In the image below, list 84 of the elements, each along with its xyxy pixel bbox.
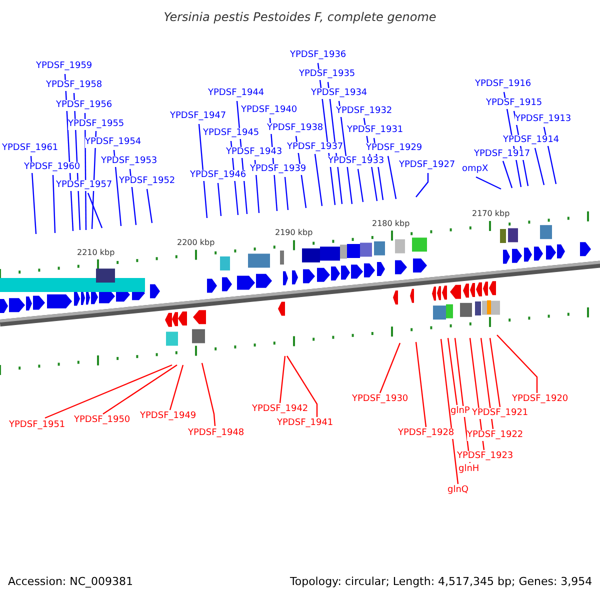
gene-label: YPDSF_1916: [475, 79, 532, 90]
leader-line: [489, 338, 501, 408]
gene-label: YPDSF_1949: [140, 411, 196, 422]
gene-label: YPDSF_1923: [457, 451, 514, 462]
leader-line: [502, 160, 513, 188]
gene-label: ompX: [462, 164, 488, 175]
leader-line: [440, 338, 459, 484]
scale-label: 2200 kbp: [177, 236, 215, 248]
gene-label: YPDSF_1913: [515, 114, 572, 125]
leader-line: [113, 150, 122, 226]
gene-label: YPDSF_1952: [119, 176, 176, 187]
gene-label: YPDSF_1946: [190, 170, 246, 181]
gene-label: YPDSF_1961: [2, 143, 58, 154]
gene-label: glnQ: [448, 485, 469, 496]
gene-label: YPDSF_1940: [241, 105, 298, 116]
leader-line: [87, 192, 103, 228]
scale-label: 2170 kbp: [472, 208, 510, 219]
gene-label: YPDSF_1917: [474, 149, 530, 160]
leader-line: [416, 173, 429, 198]
leader-line: [286, 356, 318, 417]
genome-info-text: Topology: circular; Length: 4,517,345 bp; Genes: 3,954: [290, 576, 592, 587]
gene-label: YPDSF_1945: [203, 128, 260, 139]
gene-label: YPDSF_1938: [267, 123, 324, 134]
leader-line: [30, 156, 37, 234]
gene-label: YPDSF_1942: [252, 404, 308, 415]
scale-label: 2190 kbp: [275, 227, 313, 238]
gene-label: YPDSF_1950: [74, 415, 130, 426]
gene-label: YPDSF_1947: [170, 111, 226, 122]
gene-label: YPDSF_1960: [24, 162, 80, 173]
gene-label: YPDSF_1934: [311, 88, 368, 99]
gene-label: YPDSF_1937: [287, 142, 344, 153]
gene-label: YPDSF_1915: [486, 98, 542, 109]
gene-label: YPDSF_1920: [512, 394, 568, 405]
leader-line: [314, 154, 323, 206]
gene-label: YPDSF_1944: [208, 88, 264, 99]
gene-label: YPDSF_1931: [347, 125, 404, 136]
gene-label: YPDSF_1941: [277, 418, 334, 429]
leader-line: [102, 364, 178, 414]
leader-line: [480, 338, 494, 430]
leader-line: [146, 188, 153, 224]
gene-label: YPDSF_1954: [85, 137, 142, 148]
leader-line: [476, 176, 502, 190]
gene-label: YPDSF_1922: [467, 430, 524, 441]
leader-line: [284, 176, 289, 210]
gene-label: YPDSF_1955: [68, 119, 124, 130]
gene-label: glnP: [450, 406, 470, 417]
leader-line: [534, 148, 545, 186]
gene-label: YPDSF_1930: [352, 394, 408, 405]
gene-label: YPDSF_1921: [472, 408, 528, 419]
scale-label: 2210 kbp: [77, 246, 115, 258]
leader-line: [387, 156, 397, 200]
gene-label: glnH: [458, 464, 480, 475]
gene-label: YPDSF_1957: [56, 180, 112, 191]
leader-line: [44, 364, 172, 419]
leader-line: [379, 342, 401, 394]
accession-text: Accession: NC_009381: [8, 576, 134, 587]
gene-label: YPDSF_1914: [503, 135, 560, 146]
leader-line: [496, 334, 538, 393]
leader-line: [52, 174, 56, 234]
gene-label: YPDSF_1958: [46, 80, 102, 91]
leader-line: [415, 342, 427, 428]
gene-label: YPDSF_1932: [336, 106, 392, 117]
gene-label: YPDSF_1951: [9, 420, 66, 431]
gene-label: YPDSF_1948: [188, 428, 244, 439]
gene-label: YPDSF_1935: [299, 69, 356, 80]
title: Yersinia pestis Pestoides F, complete genome: [162, 12, 438, 23]
gene-label: YPDSF_1927: [399, 160, 456, 171]
gene-label: YPDSF_1928: [398, 428, 454, 439]
gene-label: YPDSF_1959: [36, 61, 92, 72]
gene-label: YPDSF_1929: [366, 143, 422, 154]
leader-line: [279, 356, 286, 404]
leader-line: [357, 168, 364, 202]
scale-label: 2180 kbp: [372, 218, 410, 229]
leader-line: [447, 338, 458, 406]
gene-label: YPDSF_1943: [226, 147, 282, 158]
leader-line: [217, 182, 222, 216]
leader-line: [169, 364, 184, 410]
gene-label: YPDSF_1953: [101, 156, 158, 167]
leader-line: [198, 124, 208, 218]
gene-label: YPDSF_1933: [328, 156, 384, 167]
gene-label: YPDSF_1936: [290, 50, 346, 61]
leader-line: [201, 362, 216, 426]
gene-label: YPDSF_1956: [56, 100, 112, 111]
gene-label: YPDSF_1939: [250, 164, 306, 175]
